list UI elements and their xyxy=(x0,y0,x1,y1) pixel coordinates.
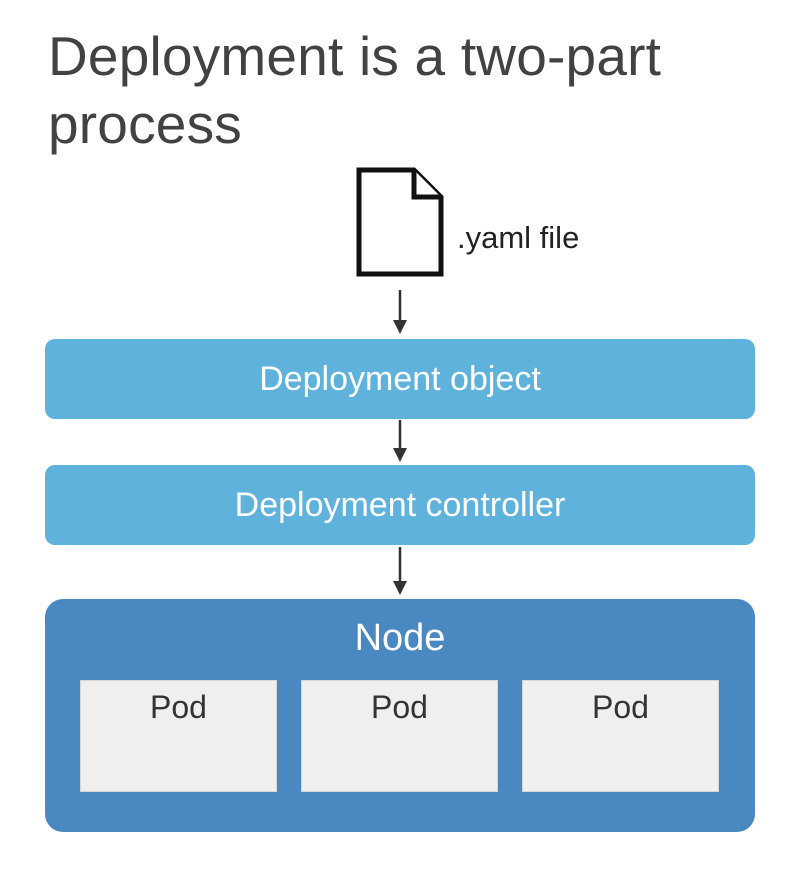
arrow-down-icon xyxy=(393,547,407,595)
deployment-object-bar: Deployment object xyxy=(45,339,755,419)
node-box: Node Pod Pod Pod xyxy=(45,599,755,832)
arrow-down-icon xyxy=(393,420,407,462)
document-icon xyxy=(356,167,444,277)
pod-box: Pod xyxy=(80,680,277,792)
arrow-down-icon xyxy=(393,290,407,334)
slide-title: Deployment is a two-part process xyxy=(48,25,662,155)
pod-box: Pod xyxy=(301,680,498,792)
yaml-file-label: .yaml file xyxy=(457,220,580,255)
deployment-controller-label: Deployment controller xyxy=(234,485,566,524)
pod-label: Pod xyxy=(371,689,428,725)
deployment-object-label: Deployment object xyxy=(259,359,541,398)
pod-label: Pod xyxy=(592,689,649,725)
pod-box: Pod xyxy=(522,680,719,792)
node-label: Node xyxy=(354,617,446,659)
pod-label: Pod xyxy=(150,689,207,725)
deployment-controller-bar: Deployment controller xyxy=(45,465,755,545)
